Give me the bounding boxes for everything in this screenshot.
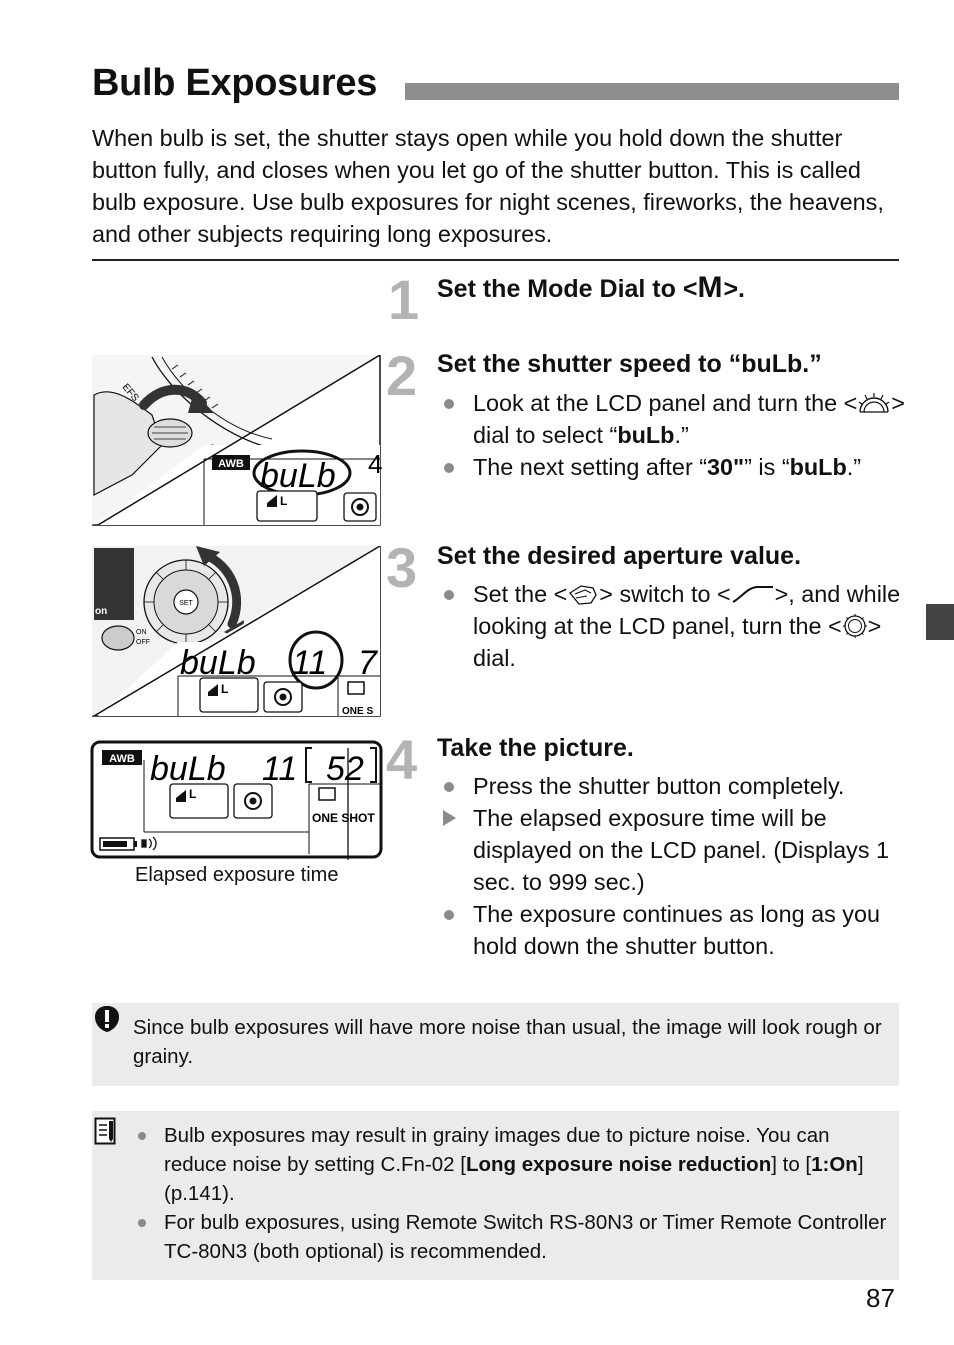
lcd-af-mode-label: ONE SHOT bbox=[312, 811, 375, 825]
set-button-label: SET bbox=[179, 600, 193, 607]
lcd-quality-label-2: L bbox=[221, 682, 228, 696]
illustration-caption: Elapsed exposure time bbox=[135, 864, 339, 886]
bullet-dot-icon bbox=[138, 1219, 146, 1227]
mode-m-glyph: M bbox=[697, 271, 724, 304]
caution-box: Since bulb exposures will have more nois… bbox=[92, 1003, 899, 1086]
curve-line-icon bbox=[732, 586, 773, 603]
bullet-dot-icon bbox=[444, 590, 454, 600]
step2-bullet-1: Look at the LCD panel and turn the <> di… bbox=[440, 387, 910, 451]
title-bar-decoration bbox=[405, 83, 899, 100]
step2-bullet-2: The next setting after “30"” is “buLb.” bbox=[440, 451, 910, 483]
step3-bullets: Set the <> switch to <>, and while looki… bbox=[440, 578, 910, 674]
bullet-dot-icon bbox=[444, 463, 454, 473]
bullet-dot-icon bbox=[444, 399, 454, 409]
main-dial-icon bbox=[858, 393, 890, 413]
lcd-elapsed-display: 52 bbox=[326, 750, 364, 788]
section-divider bbox=[92, 259, 899, 261]
bullet-dot-icon bbox=[444, 910, 454, 920]
lcd-aperture-display: 11 bbox=[292, 644, 327, 682]
step-heading-3: Set the desired aperture value. bbox=[437, 542, 802, 570]
lcd-quality-label-3: L bbox=[189, 787, 196, 801]
svg-text:7: 7 bbox=[358, 644, 378, 682]
step2-bullets: Look at the LCD panel and turn the <> di… bbox=[440, 387, 910, 483]
result-arrow-icon bbox=[443, 810, 456, 826]
power-switch-icon bbox=[569, 585, 598, 605]
quick-control-dial-icon bbox=[842, 614, 867, 638]
page-number: 87 bbox=[866, 1283, 895, 1313]
step4-result: The elapsed exposure time will be displa… bbox=[440, 802, 910, 898]
switch-off-label: OFF bbox=[136, 639, 150, 646]
switch-on-label: ON bbox=[136, 629, 147, 636]
lcd-bulb-display-3: buLb bbox=[150, 750, 226, 788]
bullet-dot-icon bbox=[444, 782, 454, 792]
step-number-4: 4 bbox=[386, 728, 418, 791]
illustration-lcd-panel: AWB buLb 11 52 L ONE SHOT bbox=[90, 740, 383, 860]
step-number-1: 1 bbox=[388, 268, 420, 331]
bullet-dot-icon bbox=[138, 1132, 146, 1140]
step1-heading-post: >. bbox=[723, 275, 745, 303]
illustration-camera-main-dial: EFS AWB buLb 4 L bbox=[92, 355, 382, 526]
caution-icon bbox=[95, 1006, 119, 1032]
note-item-2: For bulb exposures, using Remote Switch … bbox=[138, 1208, 888, 1266]
caution-text: Since bulb exposures will have more nois… bbox=[133, 1016, 882, 1068]
lcd-bulb-display-2: buLb bbox=[180, 644, 256, 682]
step3-bullet-1: Set the <> switch to <>, and while looki… bbox=[440, 578, 910, 674]
lcd-quality-label: L bbox=[280, 494, 287, 508]
step1-heading-pre: Set the Mode Dial to < bbox=[437, 275, 698, 303]
note-item-1: Bulb exposures may result in grainy imag… bbox=[138, 1121, 888, 1208]
step-heading-4: Take the picture. bbox=[437, 734, 634, 762]
step-heading-1: Set the Mode Dial to <M>. bbox=[437, 273, 745, 304]
side-label: on bbox=[95, 606, 107, 617]
step-heading-2: Set the shutter speed to “buLb.” bbox=[437, 350, 822, 378]
svg-text:4: 4 bbox=[368, 449, 382, 479]
step4-bullet-1: Press the shutter button completely. bbox=[440, 770, 910, 802]
intro-paragraph: When bulb is set, the shutter stays open… bbox=[92, 125, 884, 247]
lcd-awb-label: AWB bbox=[218, 458, 244, 470]
step-number-2: 2 bbox=[386, 344, 418, 407]
note-box: Bulb exposures may result in grainy imag… bbox=[92, 1111, 899, 1280]
lcd-aperture-display-3: 11 bbox=[262, 750, 297, 788]
note-list: Bulb exposures may result in grainy imag… bbox=[138, 1121, 888, 1266]
note-icon bbox=[94, 1117, 116, 1145]
step4-bullet-3: The exposure continues as long as you ho… bbox=[440, 898, 910, 962]
lcd-awb-label-3: AWB bbox=[109, 753, 135, 765]
step4-bullets: Press the shutter button completely. The… bbox=[440, 770, 910, 962]
lcd-af-mode-partial: ONE S bbox=[342, 706, 373, 717]
step-number-3: 3 bbox=[386, 536, 418, 599]
lcd-bulb-display: buLb bbox=[260, 457, 336, 495]
page-title: Bulb Exposures bbox=[92, 62, 378, 104]
illustration-quick-control-dial: on SET ON OFF buLb 11 7 L ONE S bbox=[92, 546, 381, 717]
chapter-side-tab bbox=[926, 604, 954, 640]
